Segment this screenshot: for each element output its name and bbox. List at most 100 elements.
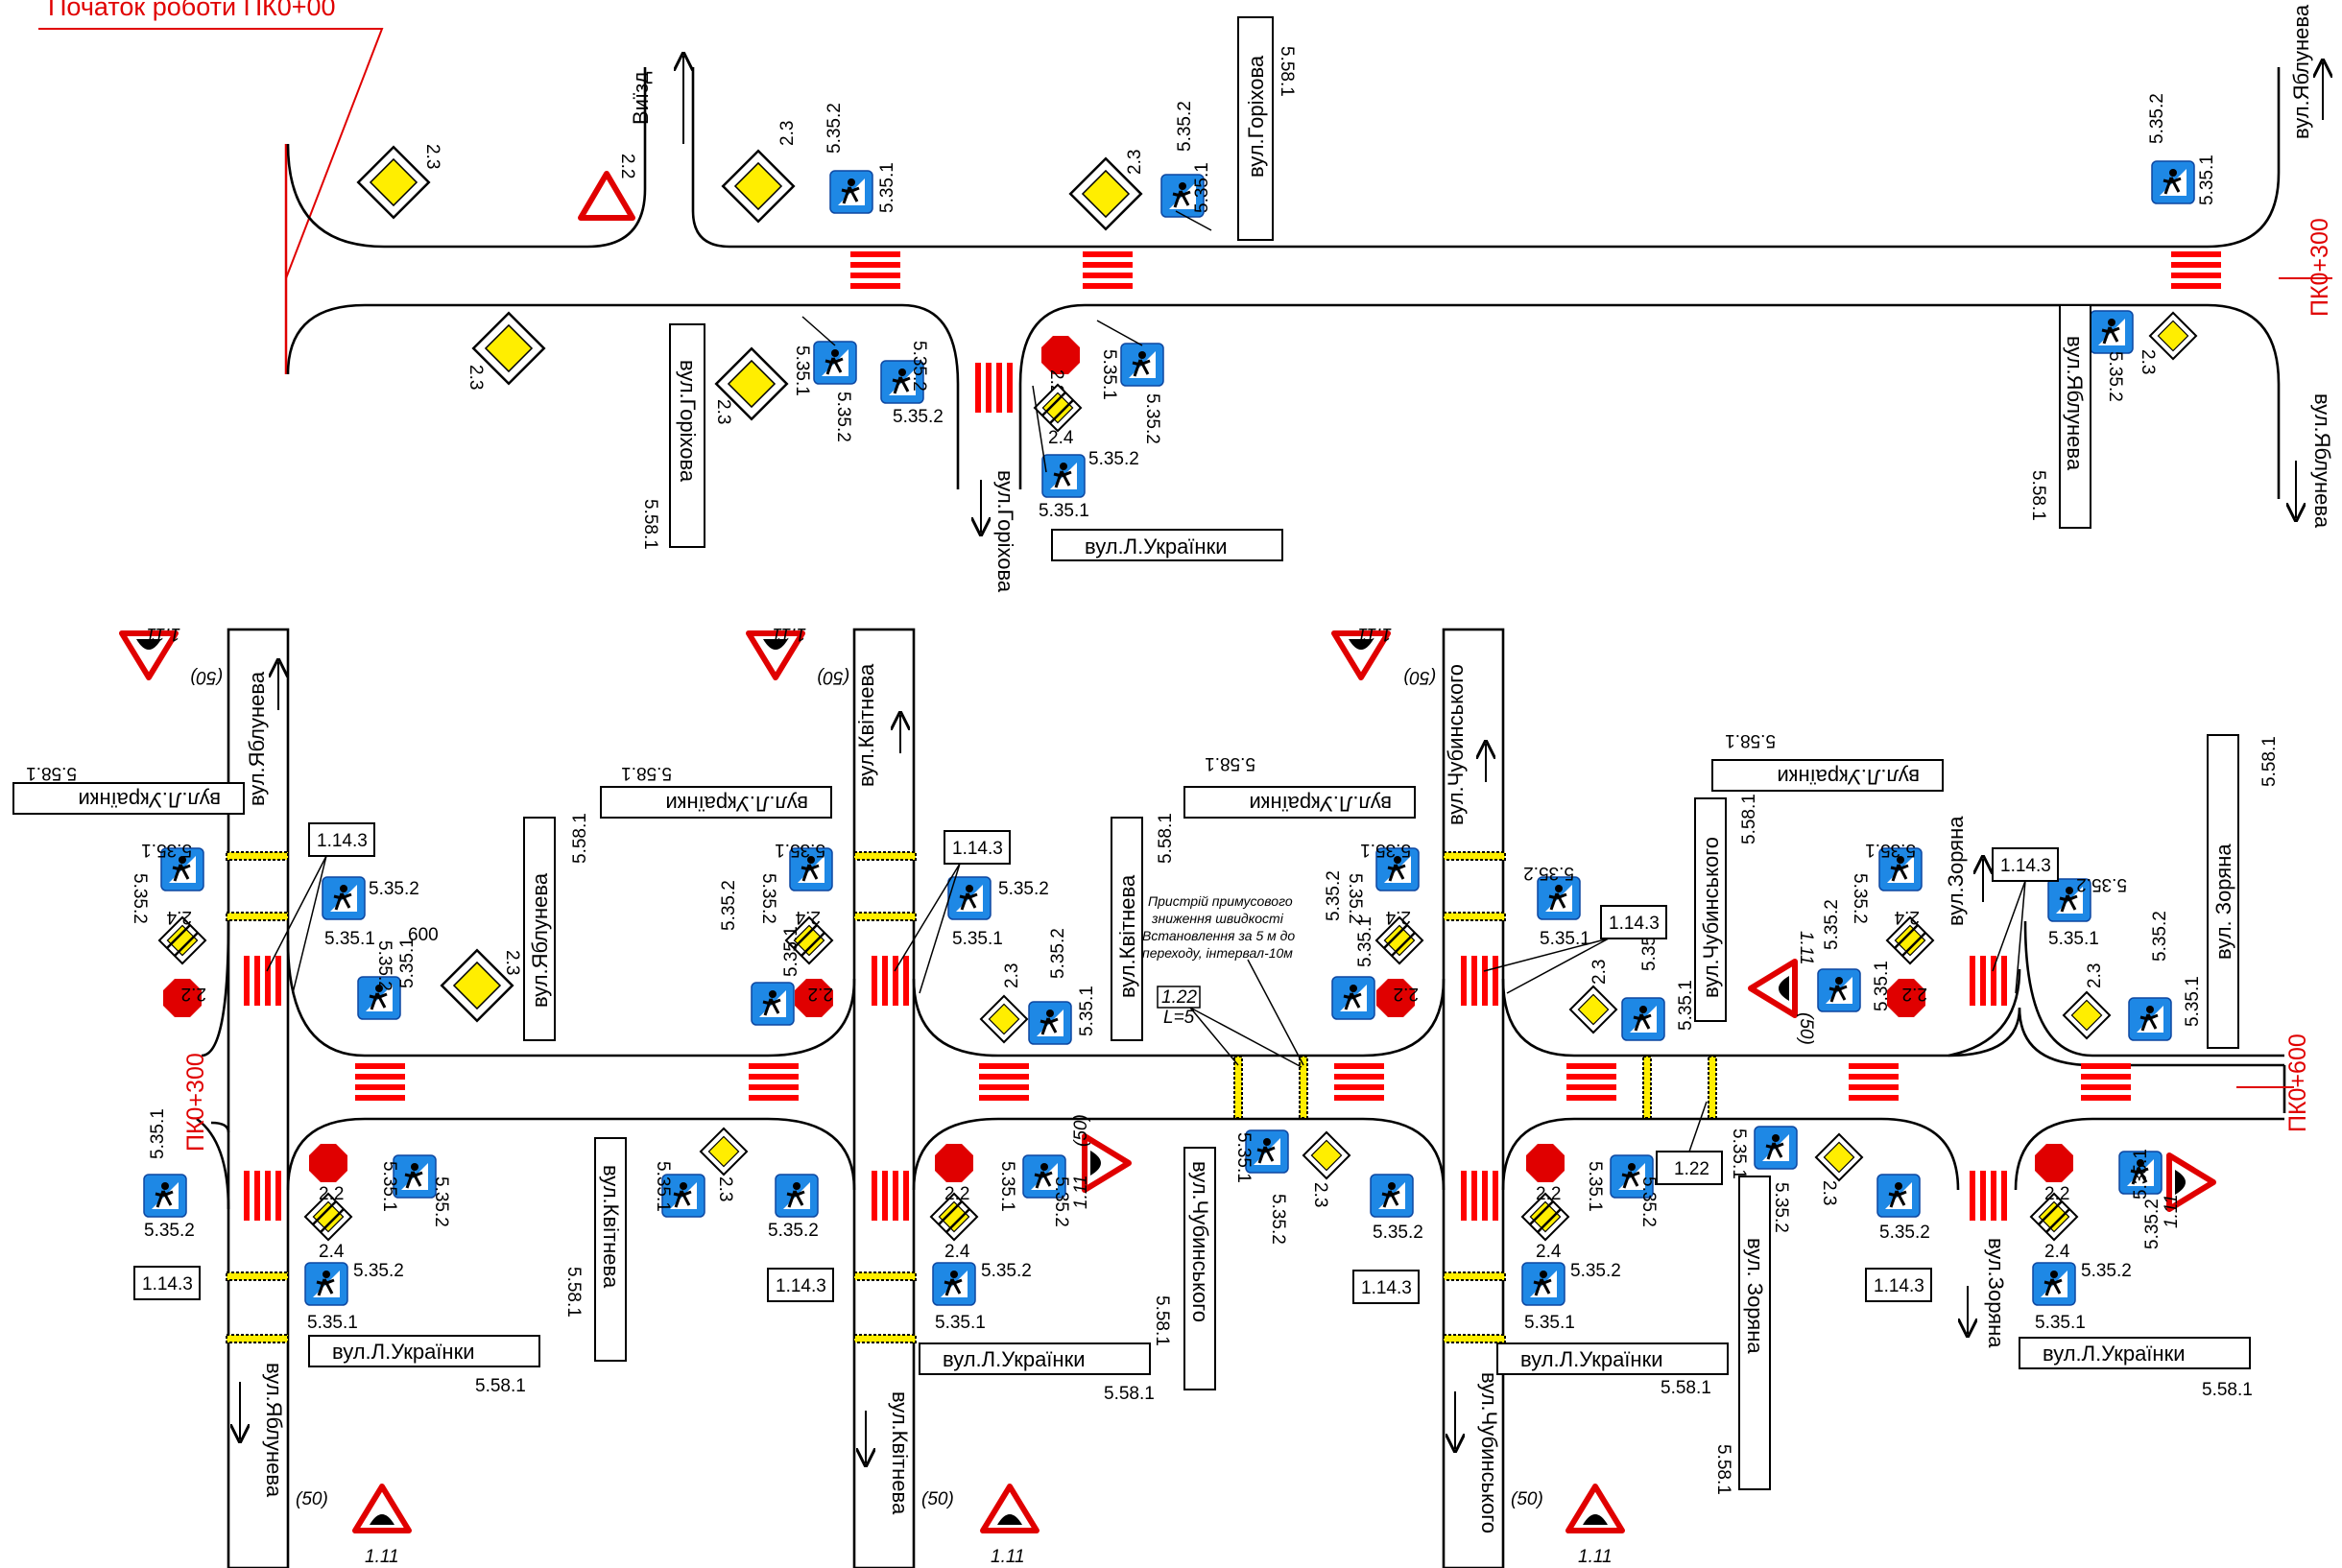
- svg-text:2.3: 2.3: [2085, 963, 2105, 988]
- svg-text:5.35.2: 5.35.2: [369, 879, 419, 899]
- svg-text:5.58.1: 5.58.1: [563, 1267, 584, 1318]
- street-label-yablunova-br: вул.Яблунева: [2310, 393, 2334, 529]
- svg-text:1.14.3: 1.14.3: [1361, 1278, 1412, 1298]
- svg-text:2.4: 2.4: [1536, 1242, 1562, 1262]
- svg-text:5.35.2: 5.35.2: [981, 1261, 1032, 1281]
- work-start-title: Початок роботи ПК0+00: [48, 0, 336, 21]
- svg-text:5.58.1: 5.58.1: [1152, 1295, 1172, 1346]
- svg-text:вул.Л.Українки: вул.Л.Українки: [1778, 765, 1920, 789]
- street-box-horikhova-lower: вул.Горіхова: [669, 323, 705, 548]
- svg-text:(50): (50): [921, 1489, 954, 1509]
- svg-text:5.35.2: 5.35.2: [1142, 393, 1162, 444]
- work-start-leader: [38, 28, 384, 279]
- svg-text:2.3: 2.3: [713, 399, 733, 424]
- svg-text:вул.Чубинського: вул.Чубинського: [1188, 1161, 1212, 1322]
- svg-text:переходу, інтервал-10м: переходу, інтервал-10м: [1142, 945, 1293, 961]
- road-hump-signs: 1.11 (50) 1.11 (50) 1.11 (50) 1.11 (50) …: [122, 624, 2213, 1567]
- svg-text:2.2: 2.2: [319, 1184, 344, 1204]
- svg-text:вул.Л.Українки: вул.Л.Українки: [1085, 535, 1227, 558]
- svg-text:5.35.1: 5.35.1: [1039, 501, 1089, 521]
- picket-label-upper: ПК0+300: [2306, 218, 2333, 317]
- svg-text:вул.Горіхова: вул.Горіхова: [1244, 55, 1268, 178]
- upper-signs: 2.3 2.2 2.3 5.35.2 5.35.1 2.3 5.35.2 5.3…: [356, 93, 2217, 521]
- svg-text:(50): (50): [1071, 1114, 1091, 1147]
- svg-text:5.35.2: 5.35.2: [1523, 863, 1574, 883]
- upper-road-edges: [286, 67, 2281, 499]
- svg-text:вул. Зоряна: вул. Зоряна: [2211, 843, 2235, 960]
- svg-text:5.35.2: 5.35.2: [374, 940, 394, 991]
- svg-text:вул.Квітнева: вул.Квітнева: [888, 1391, 912, 1515]
- svg-text:5.35.2: 5.35.2: [1051, 1176, 1071, 1227]
- svg-text:вул.Квітнева: вул.Квітнева: [599, 1165, 623, 1289]
- svg-text:5.35.2: 5.35.2: [1175, 101, 1195, 152]
- svg-text:5.35.1: 5.35.1: [1676, 980, 1696, 1031]
- marking-1-14-3-labels: 1.14.3 1.14.3 1.14.3 1.14.3 1.14.3 1.14.…: [133, 822, 2059, 1304]
- svg-text:2.4: 2.4: [2044, 1242, 2070, 1262]
- svg-text:5.58.1: 5.58.1: [1277, 46, 1297, 97]
- svg-text:5.35.1: 5.35.1: [1360, 840, 1411, 860]
- svg-text:5.35.2: 5.35.2: [909, 341, 929, 392]
- svg-text:2.2: 2.2: [808, 984, 833, 1004]
- svg-text:5.35.1: 5.35.1: [935, 1313, 986, 1333]
- svg-text:5.35.2: 5.35.2: [2142, 1199, 2163, 1249]
- svg-text:1.11: 1.11: [1071, 1175, 1091, 1209]
- svg-text:вул.Квітнева: вул.Квітнева: [854, 663, 878, 787]
- svg-text:2.3: 2.3: [1002, 963, 1022, 988]
- svg-text:5.35.2: 5.35.2: [431, 1176, 451, 1227]
- svg-text:2.3: 2.3: [466, 365, 486, 390]
- svg-text:вул.Зоряна: вул.Зоряна: [1984, 1238, 2008, 1348]
- svg-text:5.35.2: 5.35.2: [2076, 874, 2127, 894]
- svg-text:5.35.1: 5.35.1: [1192, 162, 1212, 213]
- svg-text:5.35.1: 5.35.1: [1872, 961, 1892, 1011]
- svg-text:5.58.1: 5.58.1: [1104, 1384, 1155, 1404]
- svg-text:5.58.1: 5.58.1: [640, 499, 660, 550]
- svg-text:1.14.3: 1.14.3: [1609, 914, 1660, 934]
- svg-text:5.35.1: 5.35.1: [1233, 1132, 1254, 1183]
- svg-text:5.35.2: 5.35.2: [353, 1261, 404, 1281]
- svg-text:(50): (50): [296, 1489, 328, 1509]
- svg-text:5.35.1: 5.35.1: [1585, 1161, 1605, 1212]
- upper-leaders: [801, 210, 1212, 473]
- svg-text:вул.Л.Українки: вул.Л.Українки: [79, 788, 221, 812]
- picket-label-left: ПК0+300: [182, 1053, 209, 1152]
- svg-text:вул.Чубинського: вул.Чубинського: [1477, 1372, 1501, 1533]
- svg-text:вул.Квітнева: вул.Квітнева: [1115, 874, 1139, 998]
- svg-text:5.35.2: 5.35.2: [1822, 899, 1842, 950]
- svg-text:5.35.1: 5.35.1: [2183, 976, 2203, 1027]
- svg-text:1.11: 1.11: [2162, 1194, 2182, 1228]
- svg-text:5.35.2: 5.35.2: [1088, 449, 1139, 469]
- svg-text:5.35.1: 5.35.1: [379, 1161, 399, 1212]
- svg-text:1.11: 1.11: [991, 1547, 1025, 1567]
- svg-text:5.35.1: 5.35.1: [307, 1313, 358, 1333]
- svg-text:5.35.2: 5.35.2: [1268, 1194, 1288, 1245]
- street-label-horikhova-side: вул.Горіхова: [993, 470, 1017, 593]
- svg-text:5.35.1: 5.35.1: [1540, 929, 1590, 949]
- svg-text:5.35.1: 5.35.1: [1729, 1128, 1749, 1179]
- svg-text:5.35.2: 5.35.2: [824, 103, 845, 154]
- svg-text:5.35.1: 5.35.1: [2197, 154, 2217, 205]
- svg-text:5.58.1: 5.58.1: [475, 1376, 526, 1396]
- svg-text:1.14.3: 1.14.3: [142, 1274, 193, 1295]
- street-box-horikhova-upper: вул.Горіхова: [1237, 16, 1274, 241]
- svg-text:5.35.2: 5.35.2: [2150, 911, 2170, 962]
- svg-text:5.35.1: 5.35.1: [397, 938, 418, 988]
- svg-text:5.58.1: 5.58.1: [1661, 1378, 1711, 1398]
- svg-text:5.35.1: 5.35.1: [2048, 929, 2099, 949]
- svg-text:1.14.3: 1.14.3: [317, 831, 368, 851]
- svg-text:1.22: 1.22: [1161, 987, 1197, 1008]
- svg-text:вул.Л.Українки: вул.Л.Українки: [2043, 1342, 2185, 1366]
- svg-text:(50): (50): [190, 667, 223, 687]
- svg-text:2.3: 2.3: [1310, 1182, 1330, 1207]
- svg-text:вул.Горіхова: вул.Горіхова: [676, 360, 700, 483]
- svg-text:5.35.1: 5.35.1: [141, 840, 192, 860]
- svg-text:1.11: 1.11: [365, 1547, 399, 1567]
- svg-text:5.35.1: 5.35.1: [2035, 1313, 2086, 1333]
- svg-text:5.35.2: 5.35.2: [1373, 1223, 1423, 1243]
- svg-text:вул.Л.Українки: вул.Л.Українки: [943, 1347, 1085, 1371]
- svg-text:1.14.3: 1.14.3: [1874, 1276, 1924, 1296]
- lower-vertical-street-labels: вул.Яблунева вул.Квітнева вул.Чубинськог…: [240, 662, 2008, 1533]
- svg-text:5.35.1: 5.35.1: [324, 929, 375, 949]
- svg-text:2.4: 2.4: [1048, 428, 1074, 448]
- svg-text:2.4: 2.4: [944, 1242, 970, 1262]
